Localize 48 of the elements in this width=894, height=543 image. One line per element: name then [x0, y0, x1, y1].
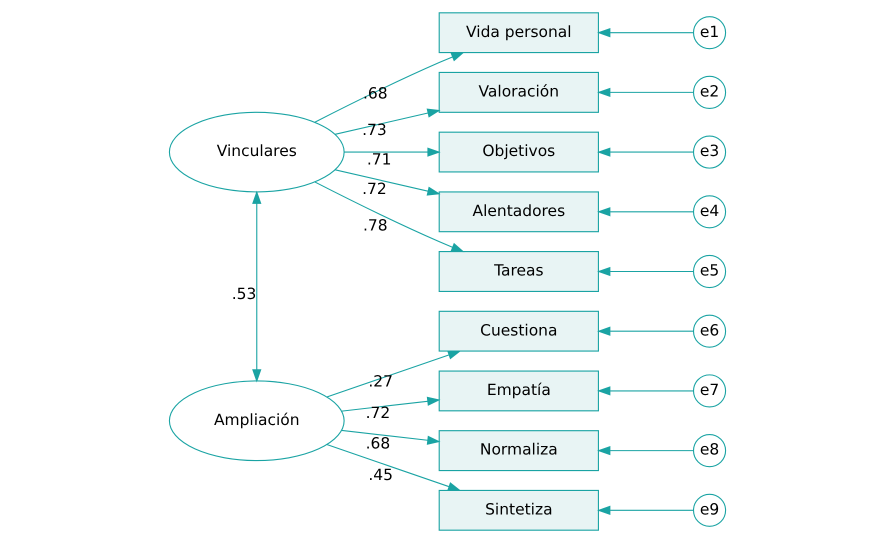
node-circle: e1 — [692, 16, 726, 50]
arrow — [252, 190, 261, 383]
node-circle: e3 — [692, 136, 726, 169]
arrow — [334, 169, 440, 196]
arrow — [596, 28, 693, 38]
arrow — [326, 350, 461, 398]
node-ellipse: Ampliación — [168, 380, 344, 462]
edge-label: .68 — [365, 434, 390, 452]
node-box: Normaliza — [438, 430, 598, 472]
arrow — [596, 207, 693, 216]
arrow — [314, 181, 464, 252]
edge-label: .71 — [366, 150, 391, 168]
node-box: Valoración — [438, 72, 598, 113]
node-box: Cuestiona — [438, 310, 598, 352]
node-circle: e2 — [692, 76, 726, 109]
node-circle: e9 — [692, 494, 726, 527]
node-box: Objetivos — [438, 132, 598, 173]
arrow — [596, 386, 693, 396]
arrow — [326, 444, 461, 491]
node-circle: e8 — [692, 434, 726, 468]
arrow — [314, 52, 464, 123]
node-circle: e7 — [692, 374, 726, 408]
node-circle: e5 — [692, 254, 726, 288]
node-box: Vida personal — [438, 12, 598, 54]
arrow — [596, 147, 693, 157]
node-box: Empatía — [438, 370, 598, 412]
edge-label: .53 — [231, 285, 256, 304]
edge-label: .72 — [365, 404, 390, 422]
arrow — [596, 326, 693, 336]
arrow — [344, 147, 440, 157]
node-box: Alentadores — [438, 191, 598, 232]
arrow — [341, 430, 440, 445]
arrow — [596, 266, 693, 276]
arrow — [596, 446, 693, 456]
edge-label: .73 — [362, 120, 386, 139]
node-box: Sintetiza — [438, 490, 598, 531]
node-circle: e4 — [692, 195, 726, 228]
arrow — [596, 506, 693, 515]
arrow — [334, 108, 440, 135]
edge-label: .45 — [368, 466, 392, 484]
edge-label: .78 — [362, 216, 388, 235]
arrow — [341, 396, 440, 412]
node-circle: e6 — [692, 314, 726, 348]
edge-label: .27 — [368, 372, 392, 390]
node-ellipse: Vinculares — [168, 112, 344, 192]
edge-label: .72 — [362, 180, 386, 198]
node-box: Tareas — [438, 251, 598, 292]
arrow — [596, 88, 693, 98]
